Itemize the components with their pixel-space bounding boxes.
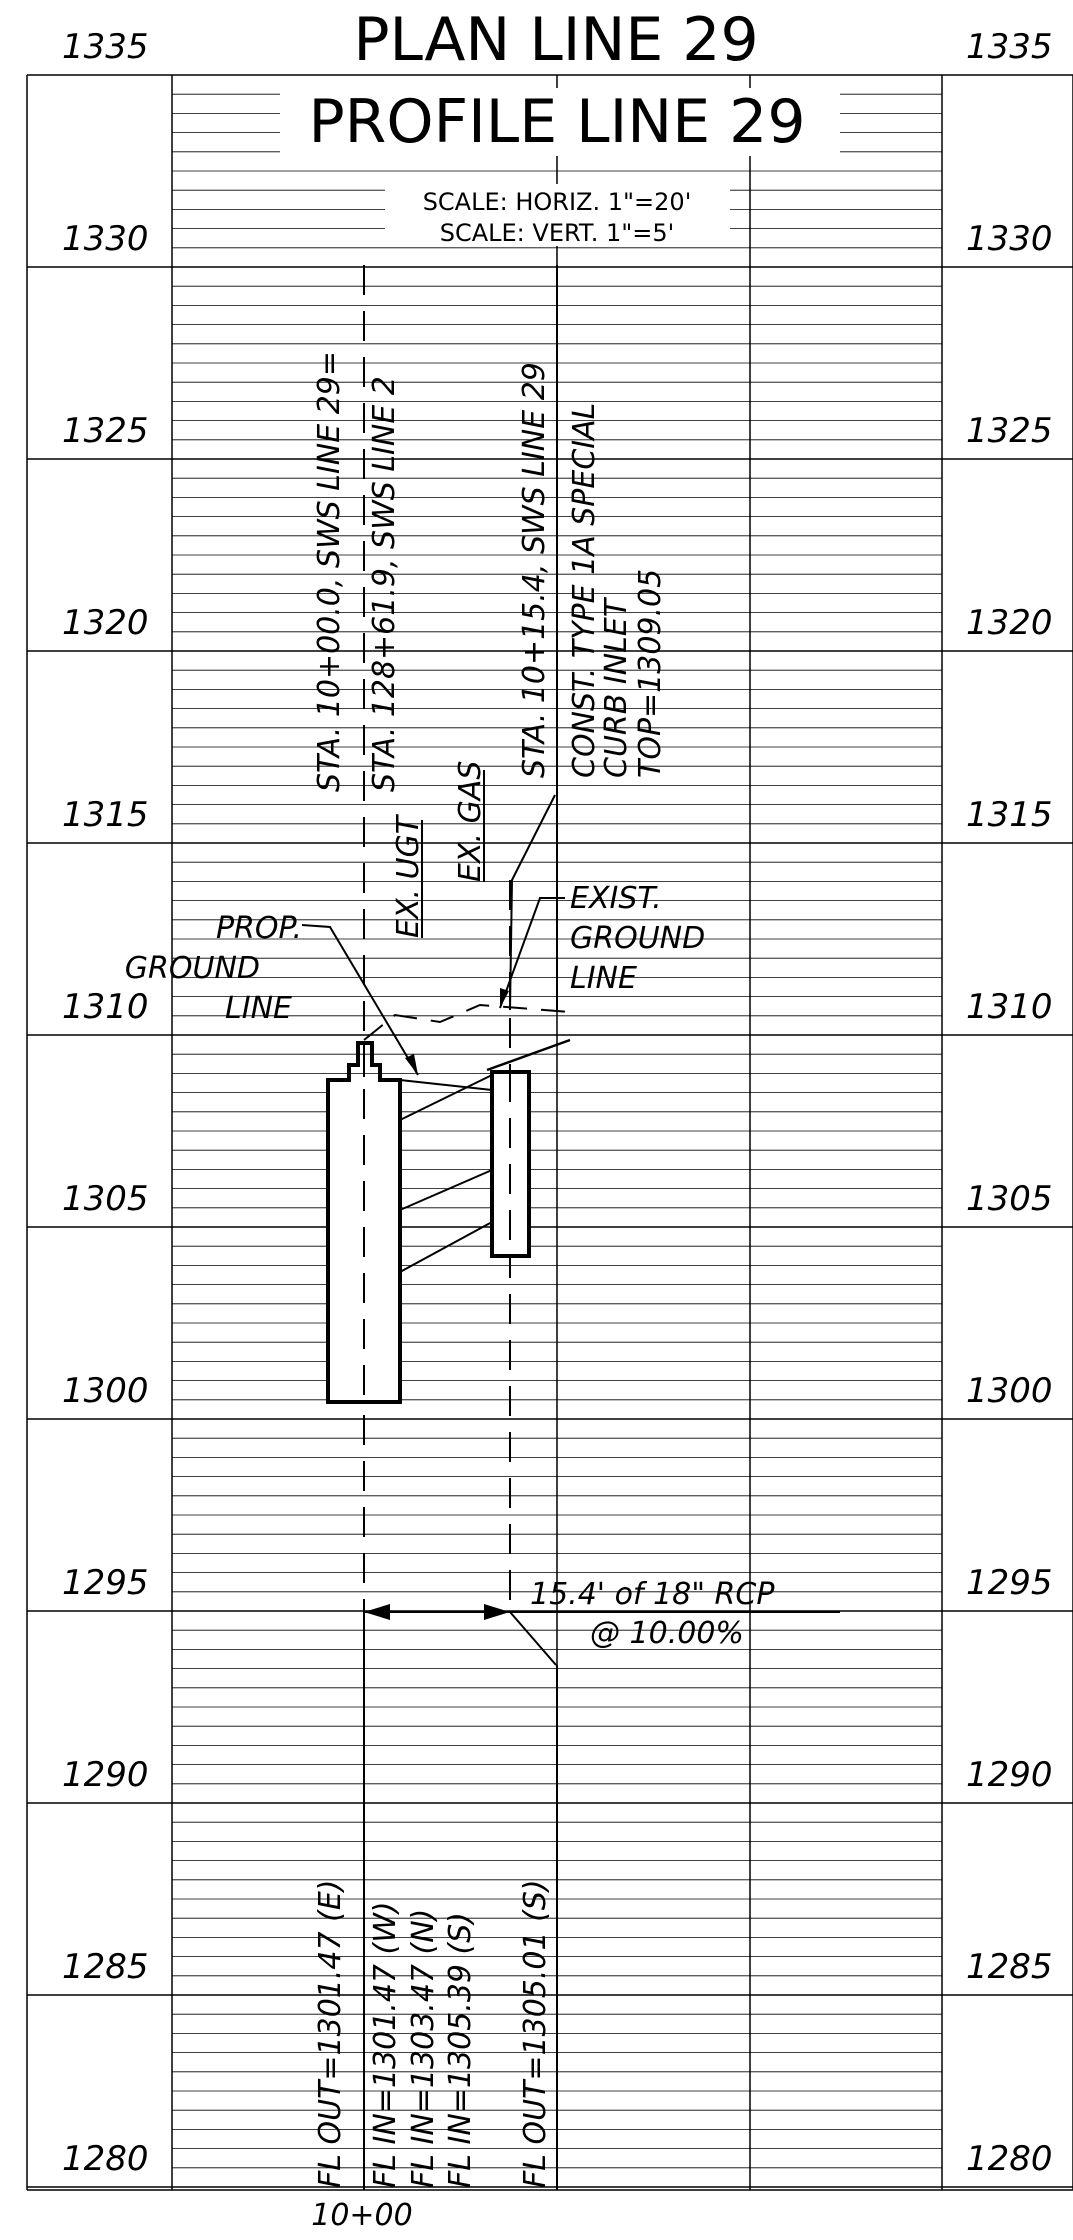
station-label: 10+00 xyxy=(311,2198,412,2233)
scale-horizontal: SCALE: HORIZ. 1"=20' xyxy=(423,188,692,216)
elevation-label-right: 1315 xyxy=(966,795,1053,835)
elevation-label-right: 1330 xyxy=(966,219,1053,259)
exist-ground-label: EXIST. GROUND LINE xyxy=(570,881,705,996)
elevation-label-left: 1310 xyxy=(62,987,149,1027)
scale-vertical: SCALE: VERT. 1"=5' xyxy=(440,219,675,247)
prop-ground-label-line: LINE xyxy=(225,991,292,1026)
drawing-subtitle: PROFILE LINE 29 xyxy=(308,87,805,157)
curb-inlet xyxy=(399,1070,531,1273)
pipe-slope-note: @ 10.00% xyxy=(590,1616,744,1651)
elevation-label-left: 1325 xyxy=(62,411,149,451)
prop-ground-label-line: GROUND xyxy=(125,951,260,986)
inlet-note: CONST. TYPE 1A SPECIAL xyxy=(567,403,602,778)
utility-ugt-label: EX. UGT xyxy=(391,813,426,938)
frame xyxy=(26,75,1073,2191)
junction-box xyxy=(326,1041,402,1404)
pipe-dimension: 15.4' of 18" RCP @ 10.00% xyxy=(364,1577,840,1666)
inlet-note: CURB INLET xyxy=(599,596,634,778)
flowline-note: FL IN=1305.39 (S) xyxy=(443,1912,478,2188)
exist-ground-label-line: LINE xyxy=(570,961,637,996)
elevation-label-right: 1280 xyxy=(966,2139,1053,2179)
elevation-label-left: 1315 xyxy=(62,795,149,835)
inlet-note: TOP=1309.05 xyxy=(633,569,668,778)
elevation-label-left: 1305 xyxy=(62,1179,149,1219)
station-note: STA. 10+15.4, SWS LINE 29 xyxy=(517,362,552,778)
station-notes: STA. 10+00.0, SWS LINE 29= STA. 128+61.9… xyxy=(312,351,668,938)
elevation-label-right: 1320 xyxy=(966,603,1053,643)
drawing-title: PLAN LINE 29 xyxy=(353,5,758,75)
flowline-note: FL IN=1303.47 (N) xyxy=(406,1909,441,2188)
elevation-label-right: 1300 xyxy=(966,1371,1053,1411)
elevation-labels: 1335 1335 1330 1330 1325 1325 1320 1320 … xyxy=(62,27,1053,2179)
elevation-label-left: 1290 xyxy=(62,1755,149,1795)
elevation-label-left: 1300 xyxy=(62,1371,149,1411)
elevation-label-left: 1330 xyxy=(62,219,149,259)
elevation-label-right: 1325 xyxy=(966,411,1053,451)
elevation-label-right: 1290 xyxy=(966,1755,1053,1795)
flowline-notes: FL OUT=1301.47 (E) FL IN=1301.47 (W) FL … xyxy=(313,1879,553,2188)
leader-lines xyxy=(301,794,565,1076)
elevation-label-right: 1295 xyxy=(966,1563,1053,1603)
elevation-label-left: 1295 xyxy=(62,1563,149,1603)
elevation-label-left: 1280 xyxy=(62,2139,149,2179)
station-note: STA. 10+00.0, SWS LINE 29= xyxy=(312,351,347,792)
pipe-length-note: 15.4' of 18" RCP xyxy=(530,1577,775,1612)
exist-ground-label-line: GROUND xyxy=(570,921,705,956)
elevation-label-right: 1335 xyxy=(966,27,1053,67)
exist-ground-label-line: EXIST. xyxy=(570,881,662,916)
elevation-label-left: 1320 xyxy=(62,603,149,643)
flowline-note: FL IN=1301.47 (W) xyxy=(368,1901,403,2188)
elevation-label-left: 1335 xyxy=(62,27,149,67)
major-grid xyxy=(27,74,1073,2188)
utility-gas-label: EX. GAS xyxy=(453,761,488,882)
elevation-label-right: 1310 xyxy=(966,987,1053,1027)
station-note: STA. 128+61.9, SWS LINE 2 xyxy=(367,376,402,792)
prop-ground-label-line: PROP. xyxy=(216,911,302,946)
elevation-label-left: 1285 xyxy=(62,1947,149,1987)
flowline-note: FL OUT=1305.01 (S) xyxy=(518,1879,553,2188)
elevation-label-right: 1285 xyxy=(966,1947,1053,1987)
elevation-label-right: 1305 xyxy=(966,1179,1053,1219)
prop-ground-label: PROP. GROUND LINE xyxy=(125,911,302,1026)
flowline-note: FL OUT=1301.47 (E) xyxy=(313,1880,348,2189)
